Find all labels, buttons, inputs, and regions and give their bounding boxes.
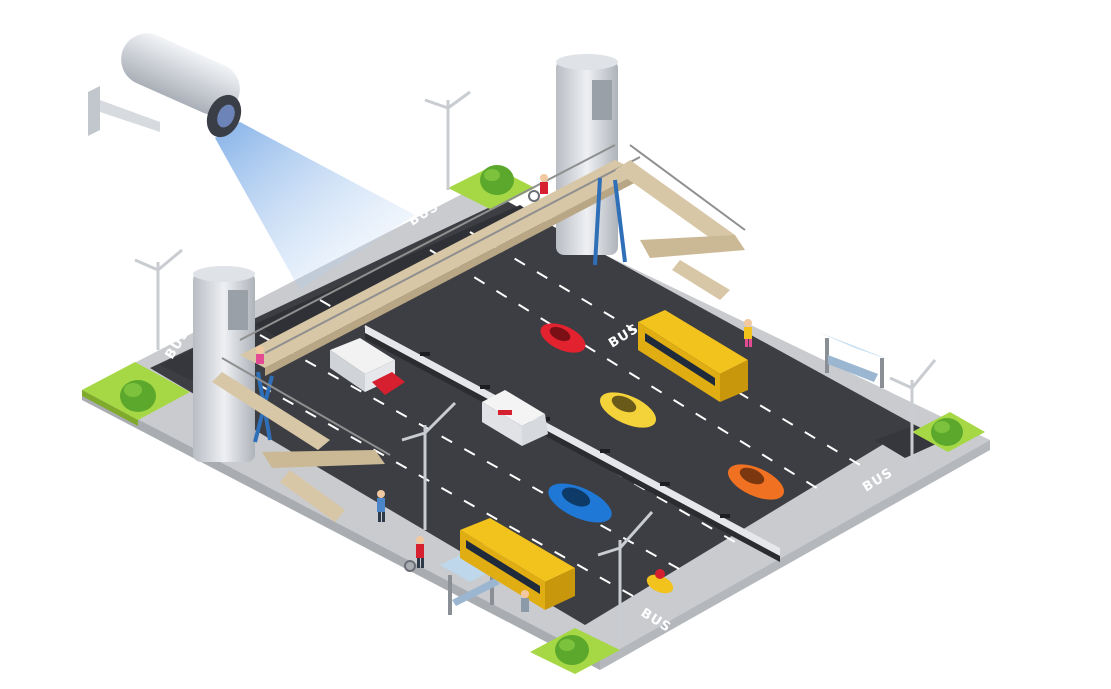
staircase-left	[212, 357, 391, 522]
tree-icon	[555, 635, 589, 665]
pedestrian-icon	[377, 490, 385, 522]
street-lamp-icon	[134, 248, 183, 350]
staircase-right	[615, 144, 746, 300]
pedestrian-icon	[404, 536, 424, 572]
camera-view-cone	[215, 122, 415, 290]
bus-yellow-right	[638, 310, 748, 402]
median-barrier	[365, 325, 780, 562]
tree-icon	[931, 418, 963, 446]
pedestrian-icon	[256, 346, 264, 364]
pedestrian-icon	[744, 319, 752, 347]
scooter	[646, 569, 674, 594]
pedestrian-icon	[521, 590, 529, 612]
pedestrian-icon	[528, 174, 548, 202]
red-car	[540, 323, 586, 353]
elevator-tower-front	[193, 266, 255, 462]
bus-yellow-bottom	[460, 518, 575, 610]
truck	[330, 338, 405, 395]
elevator-tower-back	[556, 54, 618, 255]
street-lamp-icon	[597, 511, 654, 640]
orange-car	[728, 464, 784, 500]
blue-car	[548, 483, 612, 523]
street-lamp-icon	[424, 90, 471, 190]
street-lamp-icon	[889, 359, 937, 470]
pedestrian-bridge	[239, 144, 641, 376]
taxi	[600, 392, 656, 428]
tree-icon	[480, 165, 514, 195]
tree-icon	[120, 380, 156, 412]
bus-stop-shelter-icon	[818, 332, 890, 388]
street-lamp-icon	[401, 401, 457, 530]
cctv-camera-icon	[88, 33, 242, 138]
ambulance	[482, 390, 548, 446]
